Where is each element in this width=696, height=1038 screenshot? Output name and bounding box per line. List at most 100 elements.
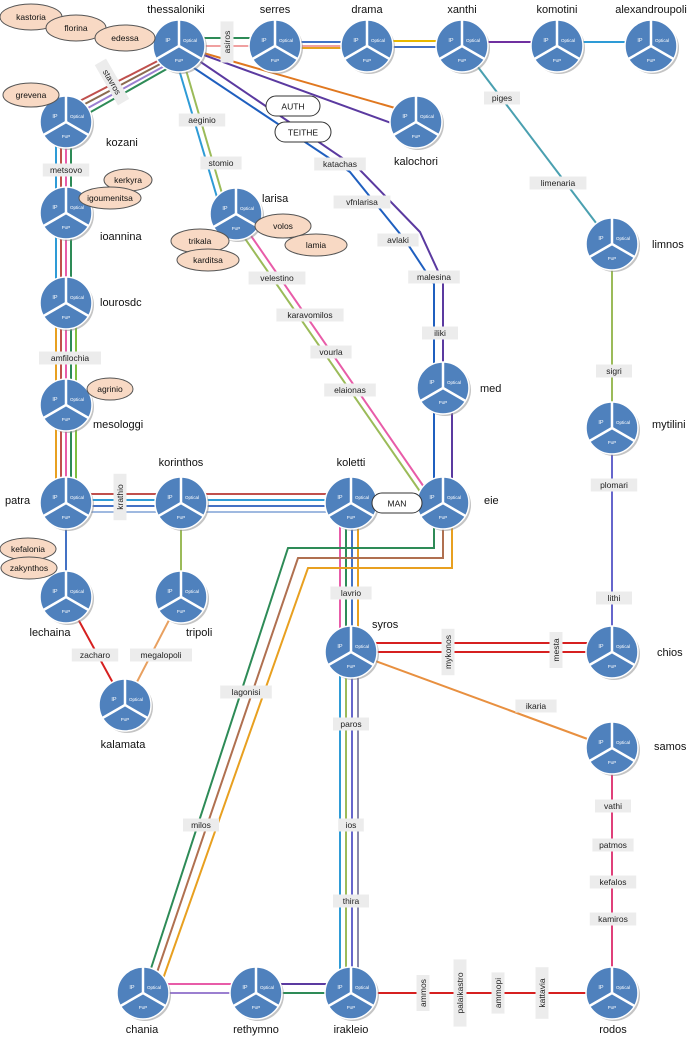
router-divider (611, 242, 636, 259)
bubble-shape (284, 233, 348, 257)
network-link (178, 45, 417, 115)
link-label-katachas: katachas (314, 157, 366, 171)
link-label-mykonos: mykonos (441, 628, 455, 676)
router-pop-text: PoP (608, 256, 617, 261)
router-divider (42, 301, 67, 318)
link-label-box (71, 648, 119, 662)
link-label-limenaria: limenaria (529, 176, 587, 190)
node-label-thessaloniki: thessaloniki (147, 4, 204, 16)
bubble-shape (78, 186, 142, 210)
link-label-text: limenaria (541, 178, 576, 188)
router-optical-text: Optical (70, 397, 84, 402)
network-link (178, 45, 229, 215)
router-pop-text: PoP (439, 515, 448, 520)
link-label-box (333, 195, 391, 209)
link-label-text: metsovo (50, 165, 82, 175)
router-ip-text: IP (52, 397, 58, 403)
link-label-text: sigri (606, 366, 622, 376)
node-label-rodos: rodos (599, 1024, 627, 1036)
link-label-mesta: mesta (549, 632, 563, 668)
bubble-text: lamia (306, 240, 327, 250)
bubble-lamia: lamia (284, 233, 348, 257)
router-optical-text: Optical (70, 114, 84, 119)
router-divider (366, 44, 391, 61)
link-label-box (333, 717, 369, 731)
link-label-megalopoli: megalopoli (130, 648, 192, 662)
node-label-irakleio: irakleio (334, 1024, 369, 1036)
router-divider (415, 120, 440, 137)
node-label-larisa: larisa (262, 193, 289, 205)
node-label-mytilini: mytilini (652, 419, 686, 431)
bubble-agrinio: agrinio (86, 377, 134, 401)
router-divider (461, 44, 486, 61)
link-label-box (276, 308, 344, 322)
node-label-limnos: limnos (652, 239, 684, 251)
bubble-text: zakynthos (10, 563, 48, 573)
router-ip-text: IP (637, 38, 643, 44)
router-divider (442, 386, 467, 403)
network-link (157, 503, 453, 994)
router-divider (438, 44, 463, 61)
router-ip-text: IP (598, 985, 604, 991)
link-label-ammos: ammos (416, 975, 430, 1011)
link-label-text: ios (346, 820, 357, 830)
router-divider (350, 501, 375, 518)
router-divider (611, 650, 636, 667)
link-label-asiros: asiros (220, 21, 234, 63)
node-label-kalamata: kalamata (101, 739, 147, 751)
router-optical-text: Optical (561, 38, 575, 43)
router-divider (419, 501, 444, 518)
link-label-text: kattavia (537, 978, 547, 1008)
link-label-box (377, 233, 419, 247)
link-label-box (130, 648, 192, 662)
router-divider (274, 44, 299, 61)
link-label-box (590, 478, 638, 492)
router-optical-text: Optical (371, 38, 385, 43)
router-ip-text: IP (543, 38, 549, 44)
link-label-sigri: sigri (596, 364, 632, 378)
link-label-zacharo: zacharo (71, 648, 119, 662)
router-divider (101, 703, 126, 720)
link-label-vfnlarisa: vfnlarisa (333, 195, 391, 209)
node-label-syros: syros (372, 619, 399, 631)
link-label-text: palaikastro (455, 972, 465, 1013)
router-optical-text: Optical (616, 985, 630, 990)
node-label-lechaina: lechaina (30, 627, 72, 639)
router-ip-text: IP (167, 495, 173, 501)
router-ip-text: IP (402, 114, 408, 120)
link-label-lavrio: lavrio (330, 586, 372, 600)
router-divider (327, 501, 352, 518)
link-label-elaionas: elaionas (324, 383, 376, 397)
router-optical-text: Optical (655, 38, 669, 43)
router-optical-text: Optical (355, 644, 369, 649)
link-label-text: asiros (222, 31, 232, 54)
